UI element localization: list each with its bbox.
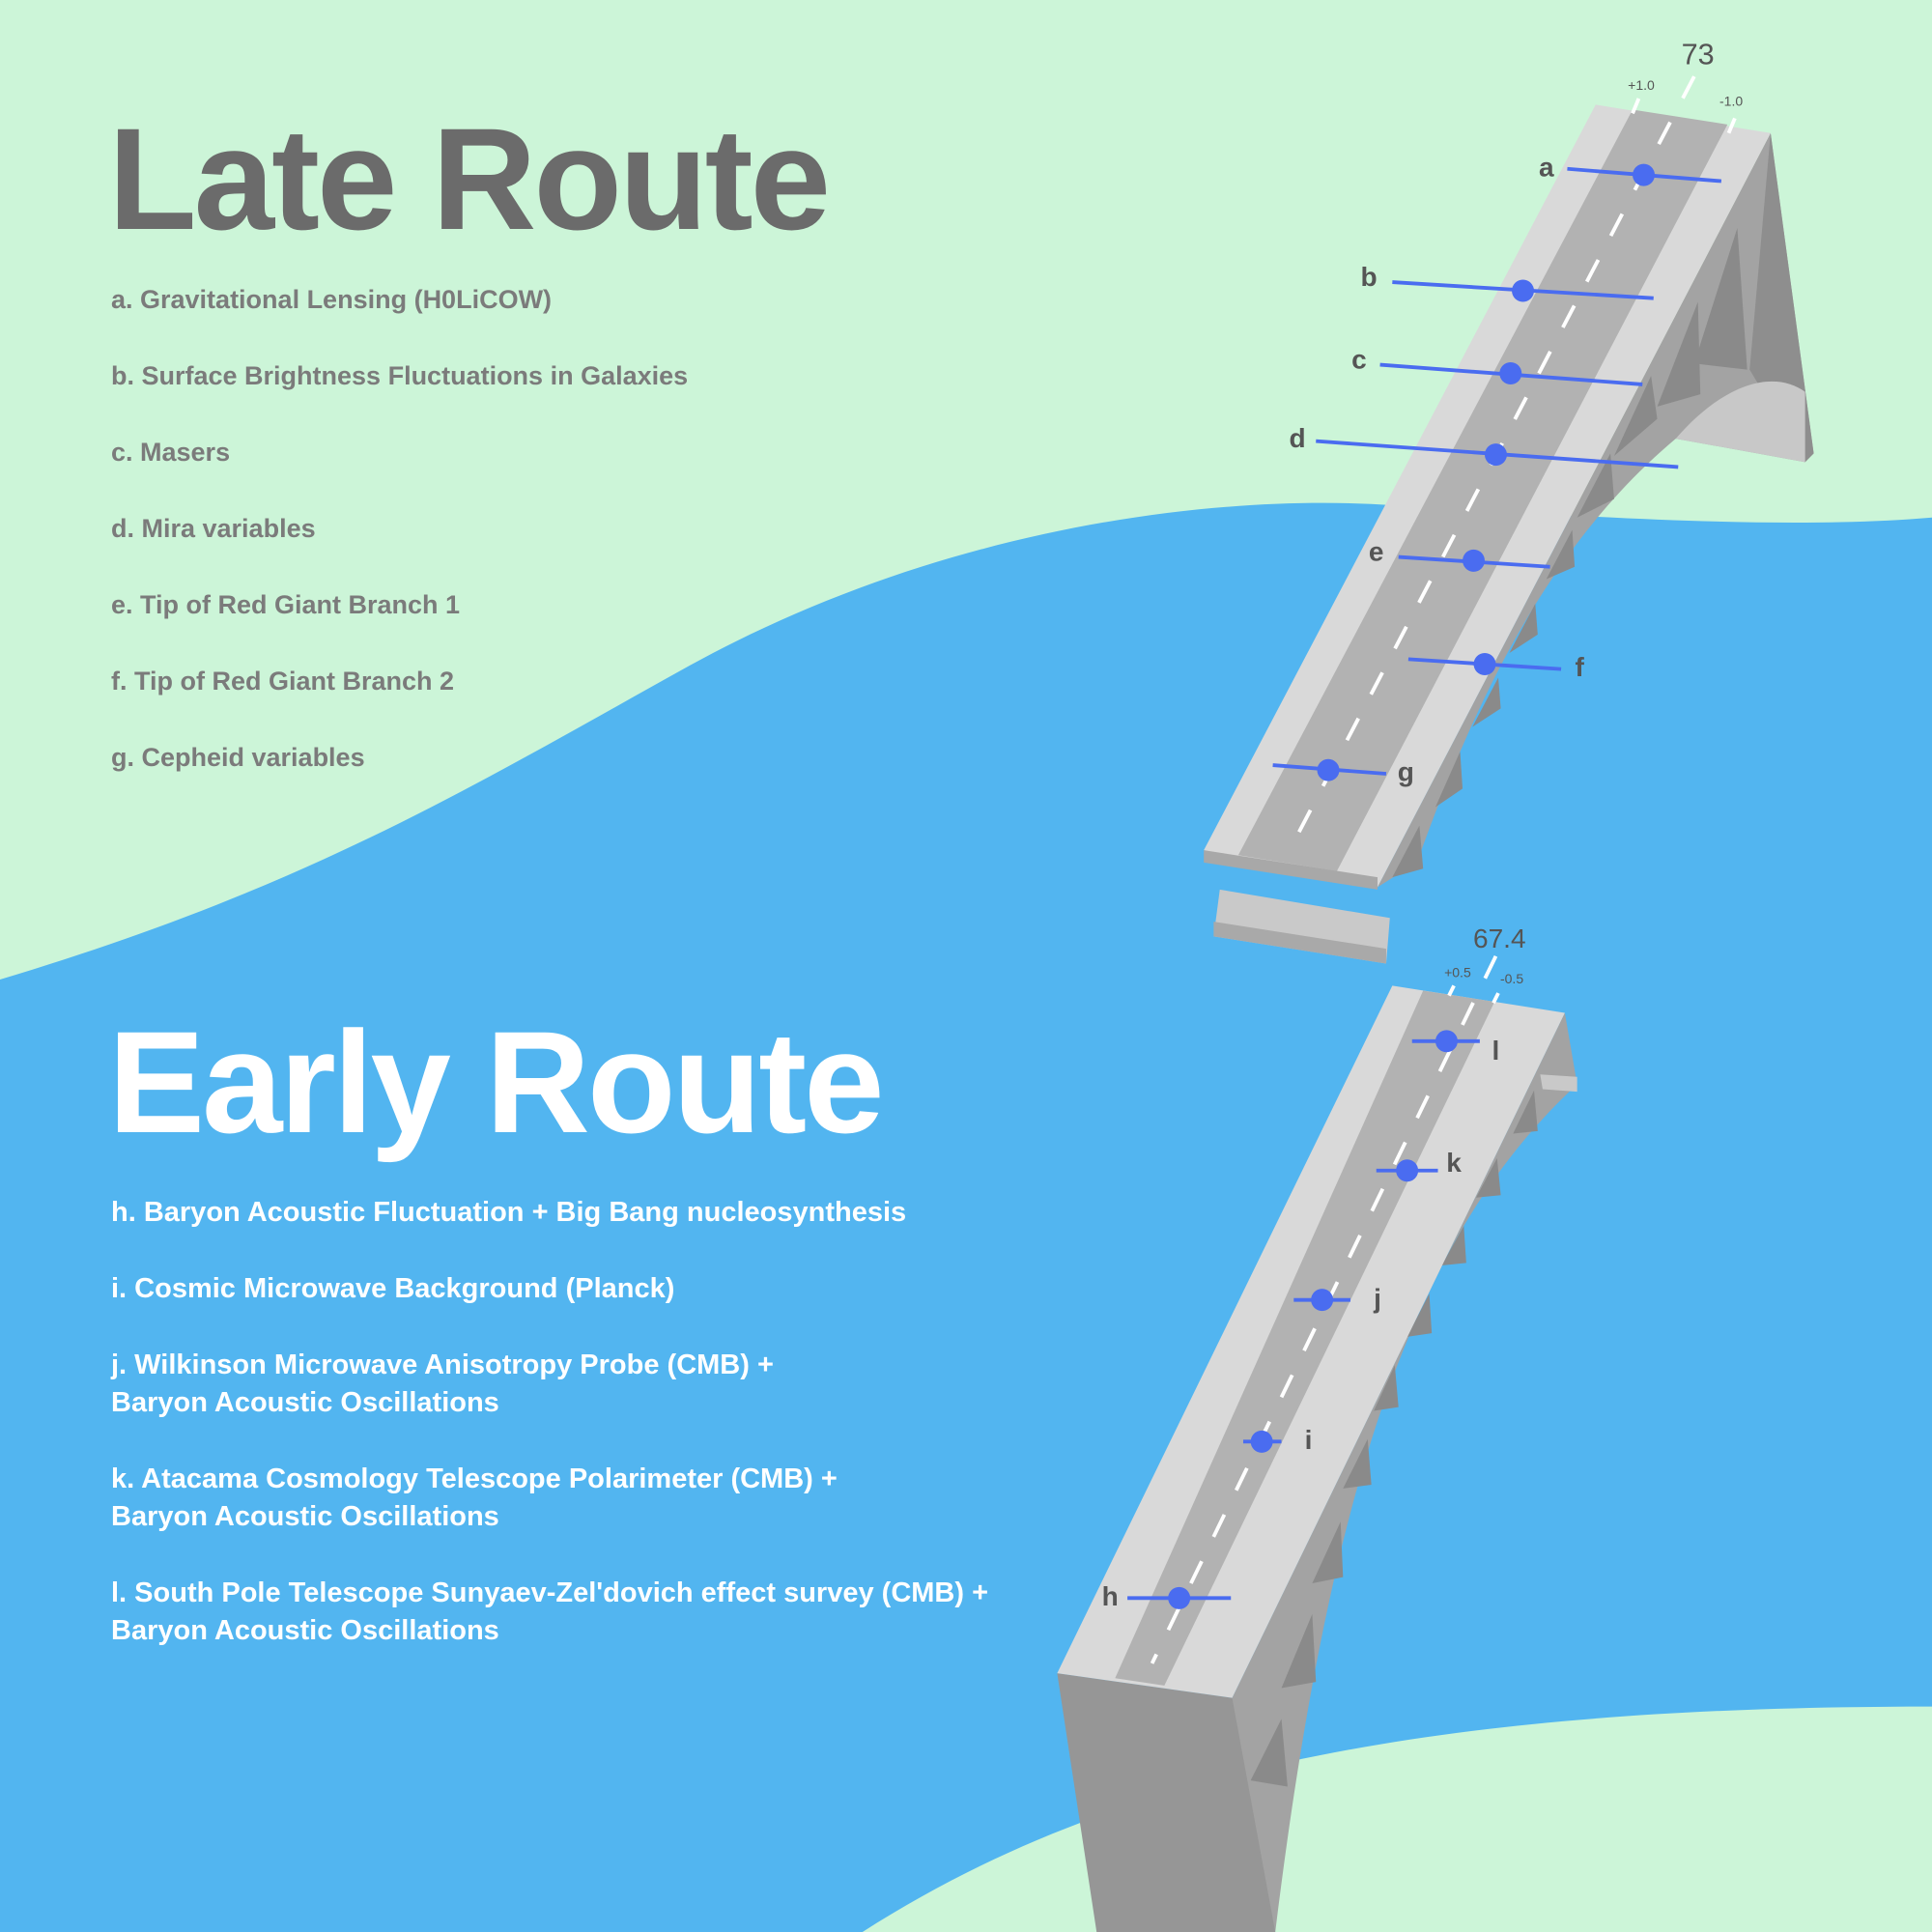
list-item-line: Baryon Acoustic Oscillations — [111, 1615, 499, 1646]
late-axis-center: 73 — [1682, 38, 1715, 71]
early-axis-center: 67.4 — [1473, 923, 1526, 953]
late-axis-minus: -1.0 — [1719, 94, 1743, 109]
late-route-title: Late Route — [108, 98, 831, 260]
marker-label-a: a — [1539, 152, 1554, 182]
marker-label-f: f — [1576, 652, 1585, 682]
list-item-line: j. Wilkinson Microwave Anisotropy Probe … — [111, 1350, 774, 1380]
list-item-line: h. Baryon Acoustic Fluctuation + Big Ban… — [111, 1197, 907, 1228]
marker-label-k: k — [1446, 1148, 1462, 1178]
early-route-list: h. Baryon Acoustic Fluctuation + Big Ban… — [111, 1194, 988, 1689]
marker-label-c: c — [1351, 344, 1367, 374]
list-item: c. Masers — [111, 438, 231, 467]
marker-label-h: h — [1102, 1581, 1119, 1611]
list-item-line: i. Cosmic Microwave Background (Planck) — [111, 1273, 675, 1304]
list-item: l. South Pole Telescope Sunyaev-Zel'dovi… — [111, 1575, 988, 1650]
late-route-list: a. Gravitational Lensing (H0LiCOW) b. Su… — [111, 285, 688, 819]
marker-label-e: e — [1369, 536, 1384, 566]
list-item: h. Baryon Acoustic Fluctuation + Big Ban… — [111, 1194, 988, 1232]
marker-l — [1411, 1030, 1480, 1053]
marker-a — [1567, 163, 1722, 186]
list-item: a. Gravitational Lensing (H0LiCOW) — [111, 285, 553, 314]
marker-label-d: d — [1290, 423, 1306, 453]
marker-e — [1398, 549, 1550, 572]
list-item: e. Tip of Red Giant Branch 1 — [111, 590, 461, 619]
marker-label-g: g — [1398, 757, 1414, 787]
list-item: d. Mira variables — [111, 514, 316, 543]
marker-g — [1272, 758, 1387, 781]
marker-label-b: b — [1361, 262, 1378, 292]
list-item: i. Cosmic Microwave Background (Planck) — [111, 1270, 988, 1308]
marker-label-l: l — [1492, 1036, 1500, 1065]
marker-label-i: i — [1305, 1425, 1313, 1455]
late-bridge — [1204, 75, 1814, 964]
list-item: k. Atacama Cosmology Telescope Polarimet… — [111, 1461, 988, 1536]
list-item: g. Cepheid variables — [111, 743, 365, 772]
list-item: j. Wilkinson Microwave Anisotropy Probe … — [111, 1347, 988, 1422]
early-axis-plus: +0.5 — [1444, 964, 1471, 980]
marker-i — [1242, 1430, 1282, 1453]
marker-b — [1392, 279, 1654, 302]
marker-d — [1316, 439, 1679, 469]
early-axis-minus: -0.5 — [1500, 971, 1523, 986]
list-item-line: k. Atacama Cosmology Telescope Polarimet… — [111, 1463, 838, 1494]
list-item-line: Baryon Acoustic Oscillations — [111, 1387, 499, 1418]
early-route-title: Early Route — [108, 1001, 885, 1163]
late-axis-plus: +1.0 — [1628, 77, 1655, 93]
marker-k — [1376, 1159, 1438, 1182]
marker-j — [1293, 1289, 1350, 1312]
list-item: f. Tip of Red Giant Branch 2 — [111, 667, 455, 696]
marker-f — [1407, 653, 1562, 675]
list-item-line: l. South Pole Telescope Sunyaev-Zel'dovi… — [111, 1577, 989, 1608]
list-item-line: Baryon Acoustic Oscillations — [111, 1501, 499, 1532]
marker-label-j: j — [1373, 1283, 1381, 1313]
list-item: b. Surface Brightness Fluctuations in Ga… — [111, 361, 689, 390]
marker-h — [1127, 1586, 1232, 1609]
marker-c — [1379, 362, 1643, 386]
water-background — [0, 502, 1932, 1932]
